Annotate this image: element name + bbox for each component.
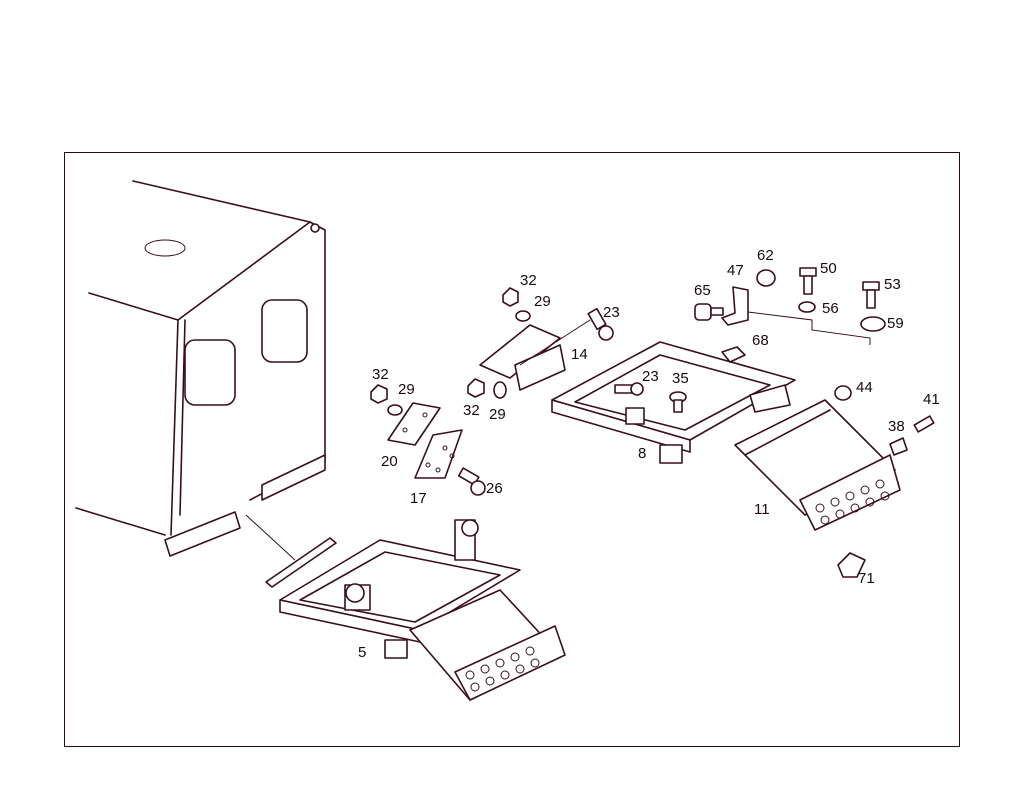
callout-38: 38: [888, 418, 905, 435]
callout-41: 41: [923, 391, 940, 408]
callout-26: 26: [486, 480, 503, 497]
callout-29-middle: 29: [489, 406, 506, 423]
plate-17: [414, 429, 463, 479]
callout-29-upper: 29: [534, 293, 551, 310]
callout-32-left: 32: [372, 366, 389, 383]
callout-32-upper: 32: [520, 272, 537, 289]
callout-62: 62: [757, 247, 774, 264]
callout-59: 59: [887, 315, 904, 332]
bracket-14: [479, 319, 591, 391]
step-frame-5: [245, 514, 566, 701]
callout-32-middle: 32: [463, 402, 480, 419]
fasteners: [370, 267, 935, 578]
callout-50: 50: [820, 260, 837, 277]
callout-17: 17: [410, 490, 427, 507]
callout-47: 47: [727, 262, 744, 279]
callout-20: 20: [381, 453, 398, 470]
callout-5: 5: [358, 644, 367, 661]
step-11: [734, 399, 901, 531]
callout-56: 56: [822, 300, 839, 317]
callout-14: 14: [571, 346, 588, 363]
callout-44: 44: [856, 379, 873, 396]
callout-23-upper: 23: [603, 304, 620, 321]
callout-71: 71: [858, 570, 875, 587]
callout-53: 53: [884, 276, 901, 293]
callout-65: 65: [694, 282, 711, 299]
callout-29-left: 29: [398, 381, 415, 398]
diagram-frame: [64, 152, 960, 747]
callout-11: 11: [754, 501, 770, 518]
callout-8: 8: [638, 445, 647, 462]
plate-20: [387, 402, 441, 446]
callout-35: 35: [672, 370, 689, 387]
callout-23-lower: 23: [642, 368, 659, 385]
callout-68: 68: [752, 332, 769, 349]
battery-box: [75, 180, 326, 557]
